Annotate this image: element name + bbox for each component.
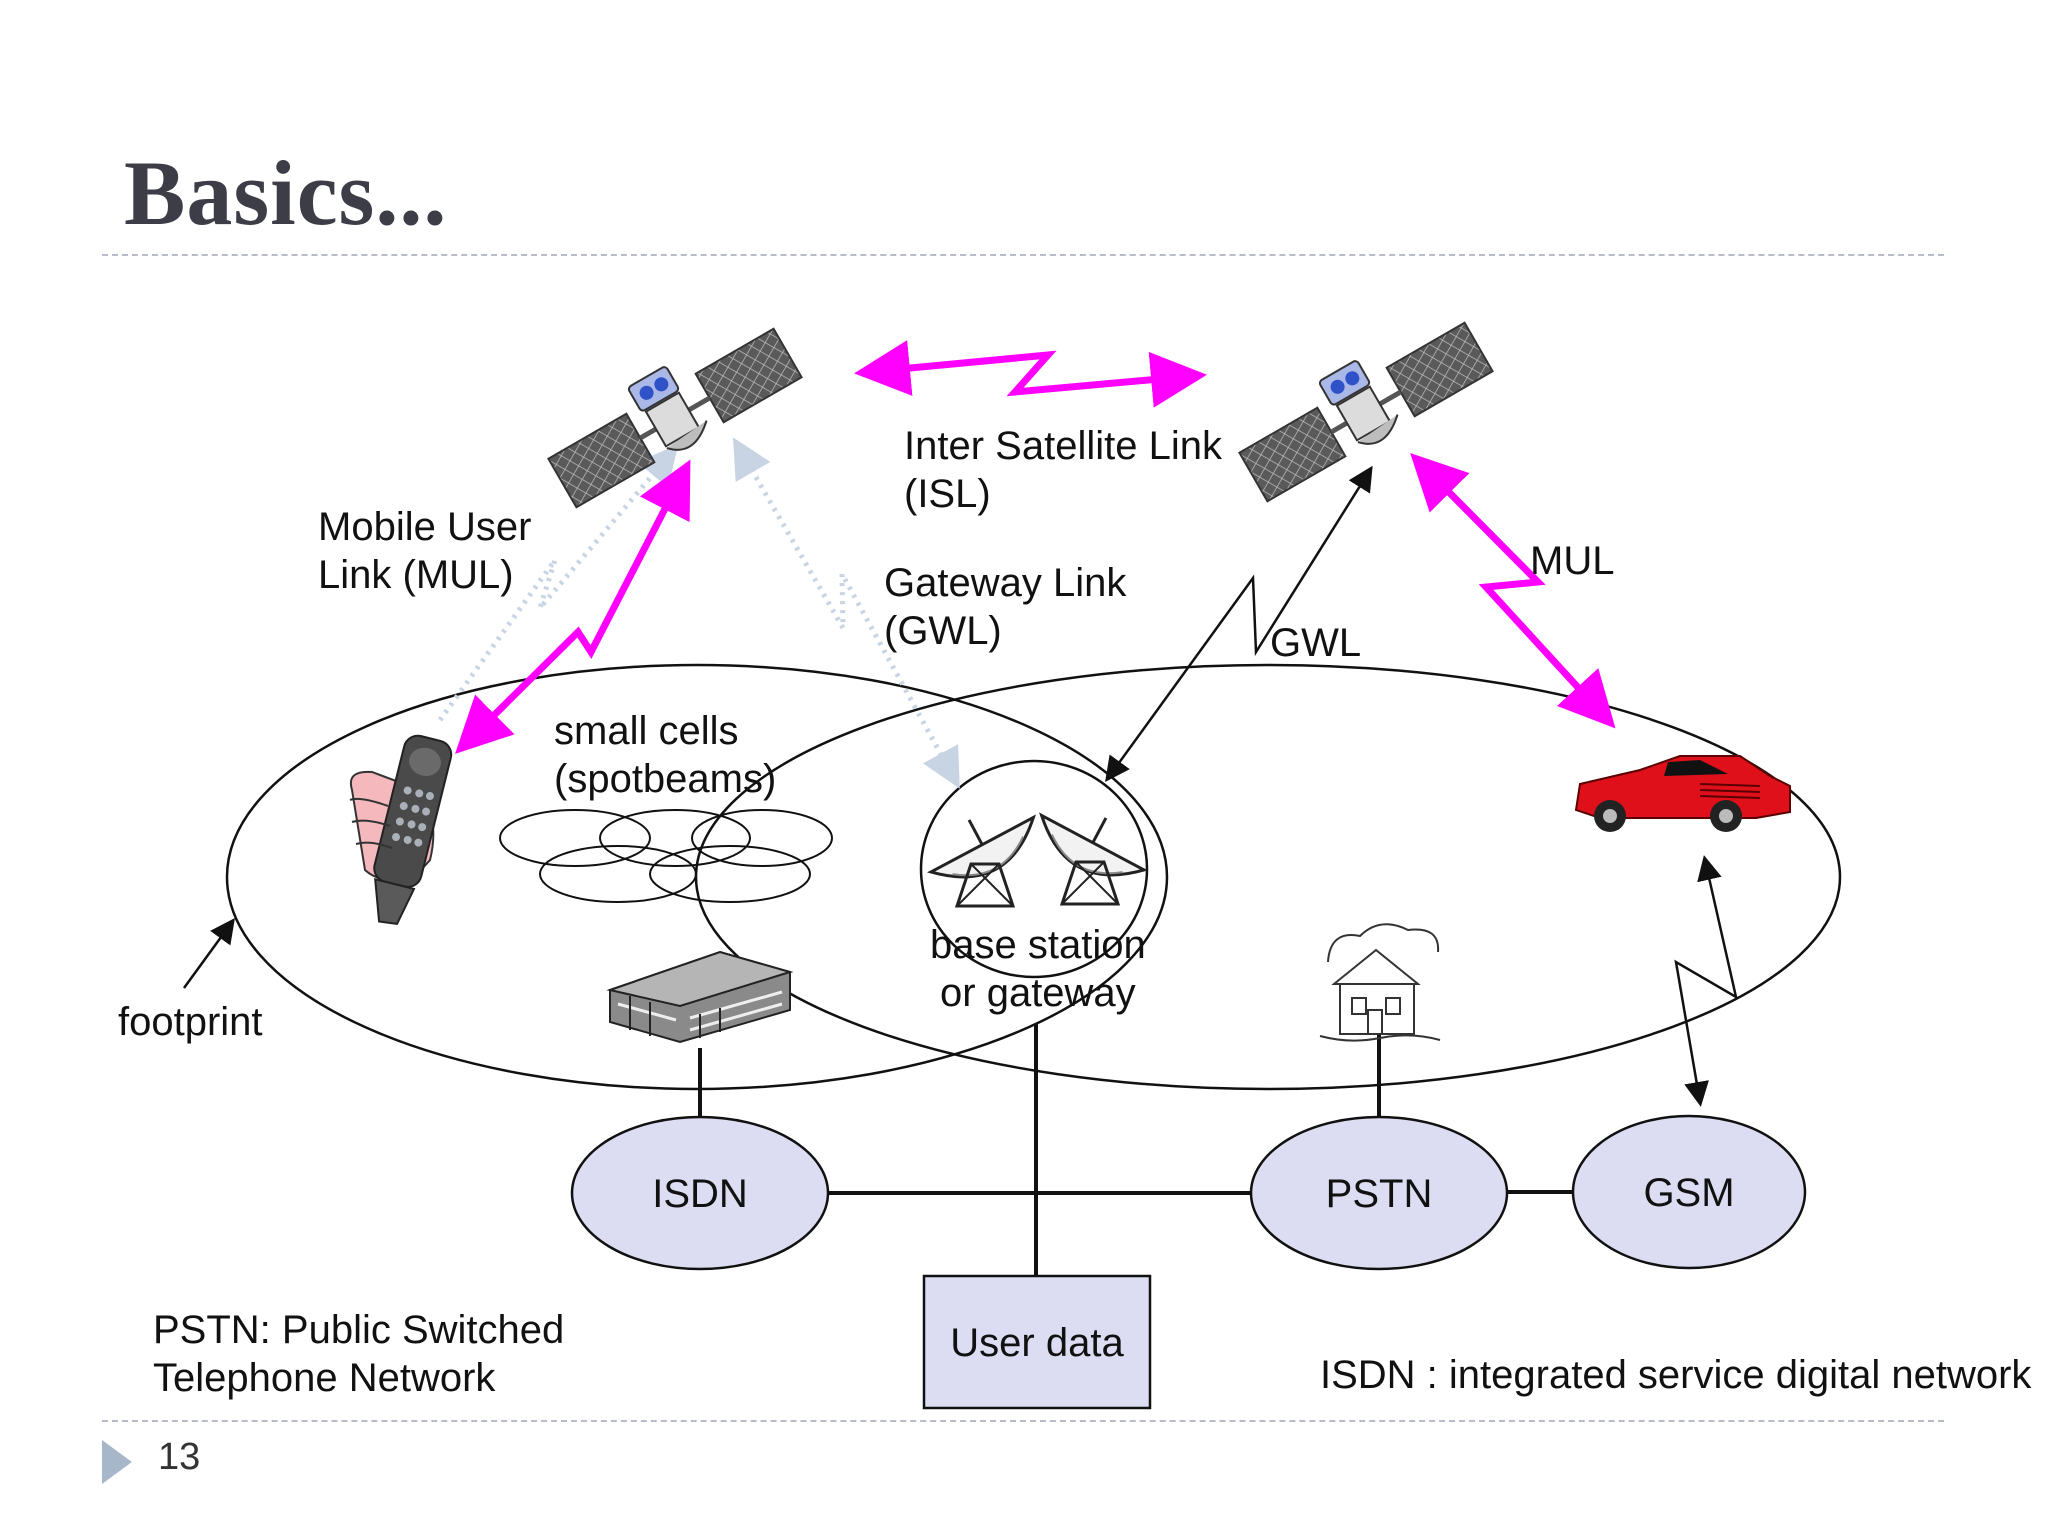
footprint-left xyxy=(225,663,1169,1091)
slide-title: Basics... xyxy=(124,142,448,244)
satellite-icon xyxy=(1238,321,1494,503)
office-building-icon xyxy=(606,950,794,1044)
base-station-label: base station or gateway xyxy=(930,923,1146,1015)
satellite-icon xyxy=(547,327,803,509)
mobile-user-link-right xyxy=(1410,453,1616,729)
base-station-cell xyxy=(919,759,1149,979)
satellite-dish-icon xyxy=(1039,812,1149,906)
footprint-label: footprint xyxy=(118,1000,263,1044)
isdn-node: ISDN xyxy=(570,1115,830,1271)
mobile-user-link-label: Mobile User Link (MUL) xyxy=(318,505,532,597)
isdn-label: ISDN xyxy=(652,1172,748,1216)
footprint-right xyxy=(694,663,1842,1091)
gateway-link-label: Gateway Link (GWL) xyxy=(884,561,1127,653)
spotbeam-cells xyxy=(499,809,833,903)
satellite-dish-icon xyxy=(926,814,1036,908)
pstn-label: PSTN xyxy=(1326,1172,1433,1216)
user-data-label: User data xyxy=(950,1321,1124,1365)
inter-satellite-link-label: Inter Satellite Link (ISL) xyxy=(904,424,1222,516)
page-number: 13 xyxy=(158,1436,201,1478)
gateway-link-right xyxy=(1105,465,1373,783)
footer-divider xyxy=(102,1420,1944,1422)
title-divider xyxy=(102,254,1944,256)
inter-satellite-link xyxy=(854,340,1207,408)
mobile-user-link-right-label: MUL xyxy=(1530,539,1615,583)
gateway-link-right-label: GWL xyxy=(1270,621,1362,665)
user-data-box: User data xyxy=(922,1274,1152,1410)
car-icon xyxy=(1574,755,1791,832)
small-cells-label: small cells (spotbeams) xyxy=(554,709,777,801)
mobile-user-link-left xyxy=(455,459,691,754)
pstn-node: PSTN xyxy=(1249,1115,1509,1271)
gsm-node: GSM xyxy=(1571,1114,1807,1270)
isdn-definition: ISDN : integrated service digital networ… xyxy=(1320,1353,2032,1397)
gsm-label: GSM xyxy=(1643,1171,1734,1215)
pstn-definition: PSTN: Public Switched Telephone Network xyxy=(153,1308,565,1400)
mobile-phone-icon xyxy=(349,734,453,925)
footer-triangle-icon xyxy=(102,1440,132,1484)
gsm-to-car-link xyxy=(1674,855,1738,1107)
footprint-pointer xyxy=(182,917,235,989)
house-icon xyxy=(1319,923,1441,1042)
